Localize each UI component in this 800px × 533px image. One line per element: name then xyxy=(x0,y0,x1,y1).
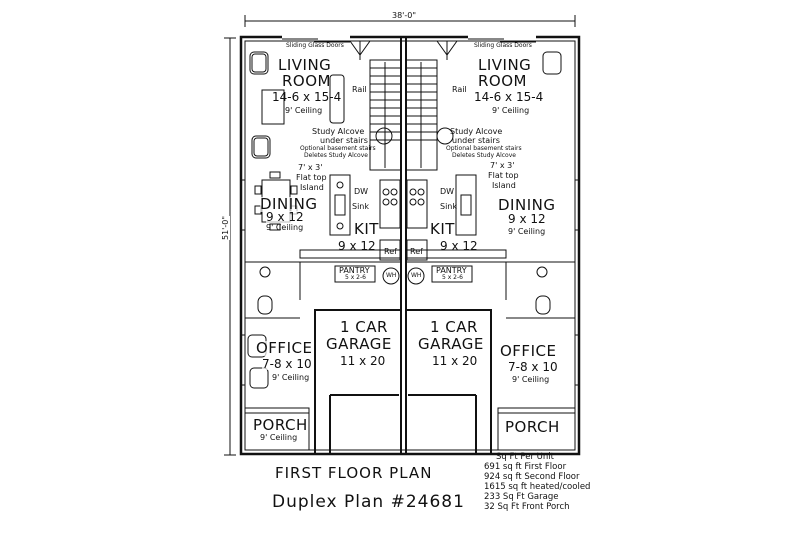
left-rail-label: Rail xyxy=(352,85,367,94)
right-island-line2: Flat top xyxy=(488,171,519,180)
left-pantry-size: 5 x 2-6 xyxy=(345,274,366,281)
exterior-walls xyxy=(241,37,579,454)
left-porch-name: PORCH xyxy=(253,416,308,434)
left-wh-label: WH xyxy=(386,272,397,279)
sqft-note: 32 Sq Ft Front Porch xyxy=(484,502,570,512)
right-island-line3: Island xyxy=(492,181,516,190)
right-office-ceiling: 9' Ceiling xyxy=(512,375,550,384)
stairs-right xyxy=(406,41,457,170)
right-garage-line1: 1 CAR xyxy=(430,318,478,336)
left-office-ceiling: 9' Ceiling xyxy=(272,373,310,382)
right-dw-label: DW xyxy=(440,187,455,196)
right-wh-label: WH xyxy=(411,272,422,279)
left-study-line4: Deletes Study Alcove xyxy=(304,152,368,159)
right-dining-name: DINING xyxy=(498,196,556,214)
left-living-name-2: ROOM xyxy=(282,72,331,90)
depth-dimension: 51'-0" xyxy=(221,215,230,240)
sqft-note: 691 sq ft First Floor xyxy=(484,462,567,472)
left-study-line3: Optional basement stairs xyxy=(300,145,376,152)
right-ref-label: Ref xyxy=(410,247,423,256)
left-island-line1: 7' x 3' xyxy=(298,163,323,172)
left-kit-name: KIT xyxy=(354,220,379,238)
porch-left xyxy=(245,408,309,450)
left-dw-label: DW xyxy=(354,187,369,196)
sqft-note: 1615 sq ft heated/cooled xyxy=(484,482,591,492)
left-office-name: OFFICE xyxy=(256,339,313,357)
left-garage-size: 11 x 20 xyxy=(340,354,386,368)
sliding-door-right xyxy=(468,37,536,42)
plan-title: FIRST FLOOR PLAN xyxy=(275,464,433,482)
width-dimension: 38'-0" xyxy=(392,11,417,20)
right-study-line3: Optional basement stairs xyxy=(446,145,522,152)
right-dining-size: 9 x 12 xyxy=(508,212,546,226)
right-pantry-name: PANTRY xyxy=(436,266,467,275)
sqft-note: Sq Ft Per Unit xyxy=(496,452,554,462)
right-pantry-size: 5 x 2-6 xyxy=(442,274,463,281)
left-porch-ceiling: 9' Ceiling xyxy=(260,433,298,442)
right-garage-size: 11 x 20 xyxy=(432,354,478,368)
left-island-line2: Flat top xyxy=(296,173,327,182)
garage-walls-left xyxy=(315,310,401,454)
party-wall xyxy=(401,37,406,454)
garage-walls-right xyxy=(406,310,491,454)
right-rail-label: Rail xyxy=(452,85,467,94)
sqft-note: 233 Sq Ft Garage xyxy=(484,492,559,502)
left-study-line2: under stairs xyxy=(320,136,368,145)
right-island-line1: 7' x 3' xyxy=(490,161,515,170)
right-study-line4: Deletes Study Alcove xyxy=(452,152,516,159)
pantry-band xyxy=(245,262,575,300)
left-garage-line2: GARAGE xyxy=(326,335,392,353)
right-porch-name: PORCH xyxy=(505,418,560,436)
left-kit-size: 9 x 12 xyxy=(338,239,376,253)
left-island-line3: Island xyxy=(300,183,324,192)
left-office-size: 7-8 x 10 xyxy=(262,357,312,371)
sqft-notes: Sq Ft Per Unit 691 sq ft First Floor 924… xyxy=(484,452,590,512)
left-living-ceiling: 9' Ceiling xyxy=(285,106,323,115)
right-kit-size: 9 x 12 xyxy=(440,239,478,253)
living-furniture-right xyxy=(437,52,561,144)
living-furniture-left xyxy=(250,52,392,158)
sqft-note: 924 sq ft Second Floor xyxy=(484,472,580,482)
right-sink-label: Sink xyxy=(440,202,458,211)
left-ref-label: Ref xyxy=(384,247,397,256)
right-kit-name: KIT xyxy=(430,220,455,238)
right-sliding-doors-label: Sliding Glass Doors xyxy=(474,42,532,49)
right-study-line2: under stairs xyxy=(452,136,500,145)
stairs-left xyxy=(350,41,401,170)
half-bath-right xyxy=(506,296,575,318)
left-study-line1: Study Alcove xyxy=(312,127,365,136)
right-living-ceiling: 9' Ceiling xyxy=(492,106,530,115)
right-living-name-2: ROOM xyxy=(478,72,527,90)
kitchen-left xyxy=(300,175,400,260)
right-living-size: 14-6 x 15-4 xyxy=(474,90,544,104)
kitchen-right xyxy=(406,175,506,260)
left-dining-size: 9 x 12 xyxy=(266,210,304,224)
plan-number: Duplex Plan #24681 xyxy=(272,492,465,512)
left-dining-name: DINING xyxy=(260,195,318,213)
left-sliding-doors-label: Sliding Glass Doors xyxy=(286,42,344,49)
left-pantry-name: PANTRY xyxy=(339,266,370,275)
right-living-name-1: LIVING xyxy=(478,56,532,74)
left-dining-ceiling: 9' Ceiling xyxy=(266,223,304,232)
right-garage-line2: GARAGE xyxy=(418,335,484,353)
half-bath-left xyxy=(245,296,300,318)
left-living-name-1: LIVING xyxy=(278,56,332,74)
right-dining-ceiling: 9' Ceiling xyxy=(508,227,546,236)
left-garage-line1: 1 CAR xyxy=(340,318,388,336)
side-dimension-line xyxy=(224,38,236,455)
left-sink-label: Sink xyxy=(352,202,370,211)
right-study-line1: Study Alcove xyxy=(450,127,503,136)
right-office-size: 7-8 x 10 xyxy=(508,360,558,374)
right-office-name: OFFICE xyxy=(500,342,557,360)
porch-right xyxy=(498,408,575,450)
sliding-door-left xyxy=(282,37,350,42)
windows xyxy=(241,180,579,385)
top-dimension-line xyxy=(245,15,575,27)
left-living-size: 14-6 x 15-4 xyxy=(272,90,342,104)
